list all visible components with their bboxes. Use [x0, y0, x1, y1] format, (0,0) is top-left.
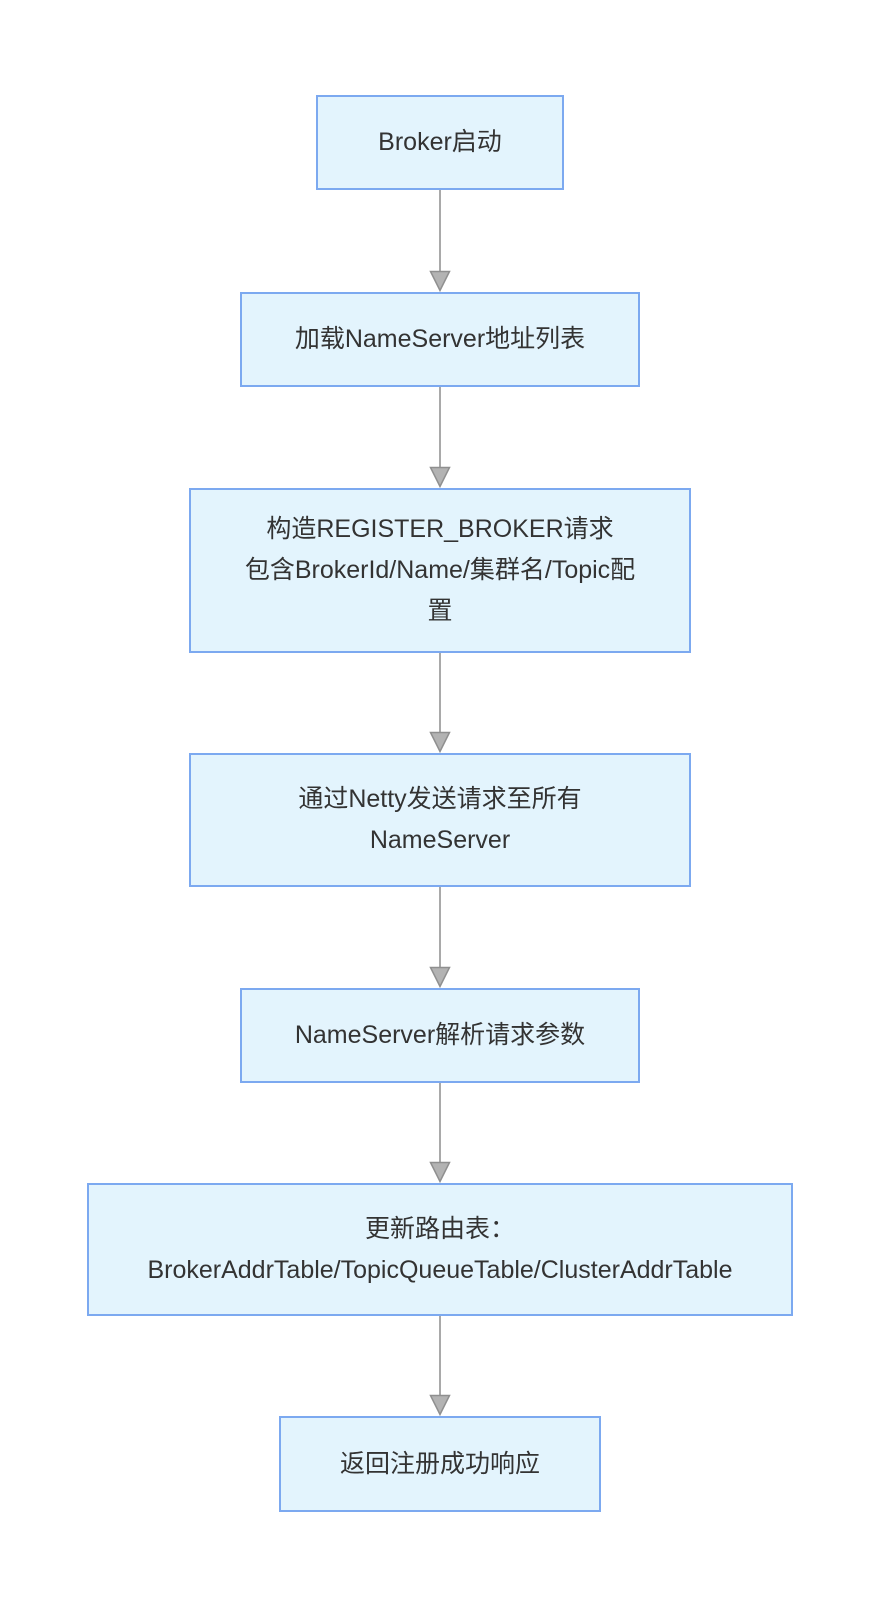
- flow-node-nameserver-parse: NameServer解析请求参数: [240, 988, 640, 1083]
- arrow-down-icon: [429, 1394, 451, 1416]
- node-label: 返回注册成功响应: [339, 1449, 540, 1478]
- node-label: NameServer解析请求参数: [294, 1021, 586, 1049]
- arrow-down-icon: [429, 966, 451, 988]
- flow-node-send-via-netty: 通过Netty发送请求至所有 NameServer: [189, 753, 691, 887]
- arrow-line: [439, 1316, 441, 1402]
- arrow-down-icon: [429, 466, 451, 488]
- arrow-line: [439, 887, 441, 974]
- arrow-down-icon: [429, 1161, 451, 1183]
- arrow-line: [439, 387, 441, 474]
- flow-arrow-2: [429, 387, 451, 488]
- node-label: Broker启动: [378, 128, 502, 156]
- flow-arrow-1: [429, 190, 451, 292]
- node-label: 构造REGISTER_BROKER请求 包含BrokerId/Name/集群名/…: [244, 515, 636, 625]
- flow-node-load-nameserver-list: 加载NameServer地址列表: [240, 292, 640, 387]
- node-label: 更新路由表： BrokerAddrTable/TopicQueueTable/C…: [147, 1214, 733, 1284]
- flow-node-update-route-tables: 更新路由表： BrokerAddrTable/TopicQueueTable/C…: [87, 1183, 793, 1316]
- arrow-line: [439, 190, 441, 278]
- flow-arrow-6: [429, 1316, 451, 1416]
- flow-node-build-register-request: 构造REGISTER_BROKER请求 包含BrokerId/Name/集群名/…: [189, 488, 691, 653]
- flow-arrow-5: [429, 1083, 451, 1183]
- flow-node-return-success: 返回注册成功响应: [279, 1416, 601, 1512]
- node-label: 加载NameServer地址列表: [294, 325, 586, 353]
- arrow-down-icon: [429, 270, 451, 292]
- arrow-line: [439, 1083, 441, 1169]
- flow-arrow-3: [429, 653, 451, 753]
- flow-arrow-4: [429, 887, 451, 988]
- arrow-down-icon: [429, 731, 451, 753]
- arrow-line: [439, 653, 441, 739]
- flow-node-broker-start: Broker启动: [316, 95, 564, 190]
- node-label: 通过Netty发送请求至所有 NameServer: [298, 785, 582, 854]
